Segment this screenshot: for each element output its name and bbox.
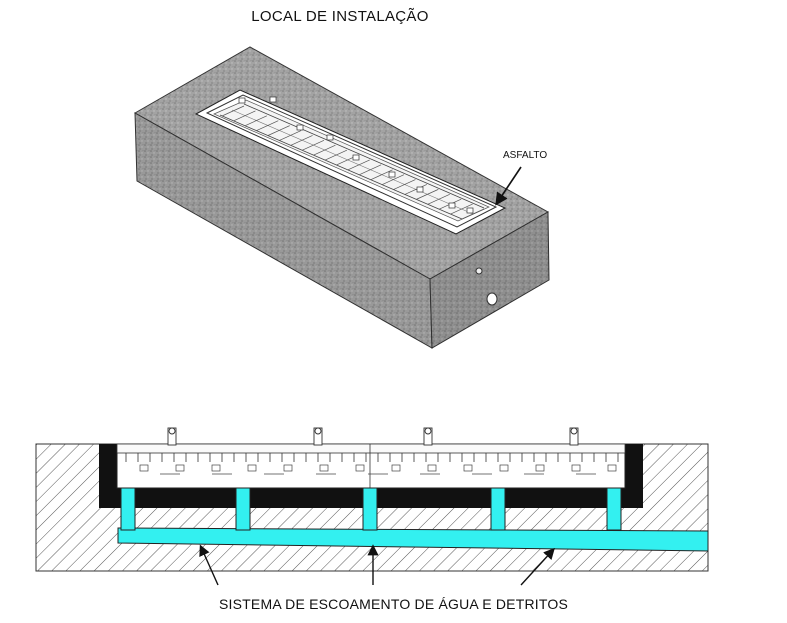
arrow-icon [495, 166, 522, 206]
unit-rib [290, 135, 313, 146]
clamp-bolt [168, 427, 176, 435]
unit-slot [427, 464, 437, 472]
drain-riser [490, 487, 506, 531]
unit-slot [607, 464, 617, 472]
drain-riser [362, 487, 378, 531]
unit-slot [211, 464, 221, 472]
unit-rib [358, 164, 382, 176]
unit-bracket [416, 186, 424, 193]
drain-riser [235, 487, 251, 531]
unit-bracket [466, 207, 474, 214]
unit-bracket [352, 154, 360, 161]
unit-rib [324, 149, 348, 161]
unit-bracket [238, 97, 246, 104]
drain-opening [486, 292, 498, 306]
unit-rib [381, 174, 405, 185]
drain-riser [606, 487, 622, 531]
unit-rib [393, 179, 416, 190]
unit-bracket [269, 96, 277, 103]
unit-slot [247, 464, 257, 472]
unit-slot [355, 464, 365, 472]
unit-slot [283, 464, 293, 472]
unit-slot [535, 464, 545, 472]
unit-rib [256, 120, 279, 132]
unit-rib [416, 189, 439, 200]
unit-rib [427, 193, 450, 205]
unit-rib [313, 144, 336, 156]
unit-rib [233, 110, 256, 122]
cross-section [35, 427, 709, 572]
unit-slot [391, 464, 401, 472]
unit-rib [221, 105, 245, 117]
section-caption: SISTEMA DE ESCOAMENTO DE ÁGUA E DETRITOS [219, 596, 568, 612]
drain-riser [120, 487, 136, 531]
recessed-unit [194, 89, 507, 235]
unit-slot [319, 464, 329, 472]
unit-rib [450, 203, 473, 215]
unit-rib [278, 130, 302, 141]
unit-rib [347, 159, 370, 171]
unit-rib [244, 115, 268, 127]
unit-slot [571, 464, 581, 472]
unit-bracket [448, 202, 456, 209]
unit-rib [301, 140, 325, 151]
diagram-title: LOCAL DE INSTALAÇÃO [251, 8, 429, 25]
unit-slot [463, 464, 473, 472]
unit-slot [139, 464, 149, 472]
unit-rib [267, 125, 290, 136]
unit-rib [404, 184, 428, 195]
drain-opening [475, 267, 483, 275]
asphalt-end-face [429, 211, 550, 349]
unit-bracket [296, 124, 304, 131]
clamp-bolt [314, 427, 322, 435]
arrow-icon [199, 544, 219, 586]
unit-rib [370, 169, 393, 181]
clamp-bolt [424, 427, 432, 435]
drain-channel [117, 527, 709, 552]
asphalt-block [133, 46, 550, 349]
unit-bracket [326, 134, 334, 141]
unit-slot [175, 464, 185, 472]
asphalt-label: ASFALTO [503, 150, 548, 161]
clamp-bolt [570, 427, 578, 435]
unit-rib [461, 208, 485, 220]
unit-bracket [388, 171, 396, 178]
arrow-icon [520, 547, 555, 586]
unit-slot [499, 464, 509, 472]
